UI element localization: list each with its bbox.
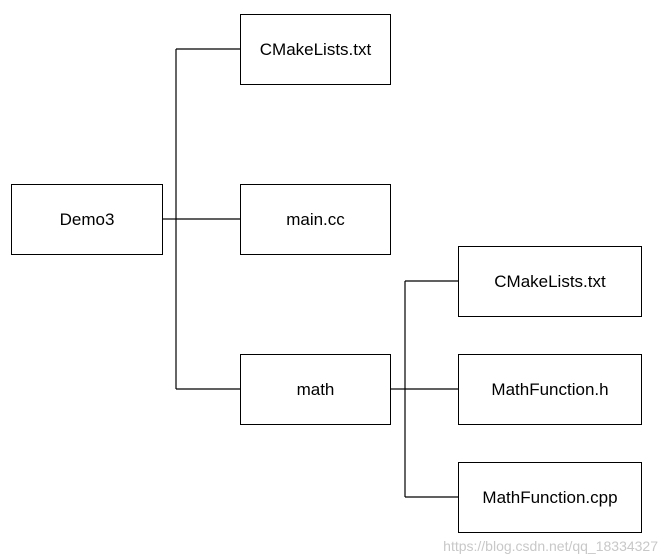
- node-demo3: Demo3: [11, 184, 163, 255]
- node-top-cmakelists-label: CMakeLists.txt: [259, 39, 372, 59]
- node-demo3-label: Demo3: [59, 209, 115, 229]
- node-math: math: [240, 354, 391, 425]
- node-top-cmakelists: CMakeLists.txt: [240, 14, 391, 85]
- node-math-cmakelists-label: CMakeLists.txt: [494, 271, 606, 291]
- node-mathfunction-h: MathFunction.h: [458, 354, 642, 425]
- watermark-text: https://blog.csdn.net/qq_18334327: [443, 538, 658, 554]
- node-mathfunction-h-label: MathFunction.h: [491, 379, 609, 399]
- node-mathfunction-cpp-label: MathFunction.cpp: [482, 487, 618, 507]
- node-math-cmakelists: CMakeLists.txt: [458, 246, 642, 317]
- node-main-cc-label: main.cc: [286, 209, 345, 229]
- node-main-cc: main.cc: [240, 184, 391, 255]
- node-math-label: math: [296, 379, 335, 399]
- node-mathfunction-cpp: MathFunction.cpp: [458, 462, 642, 533]
